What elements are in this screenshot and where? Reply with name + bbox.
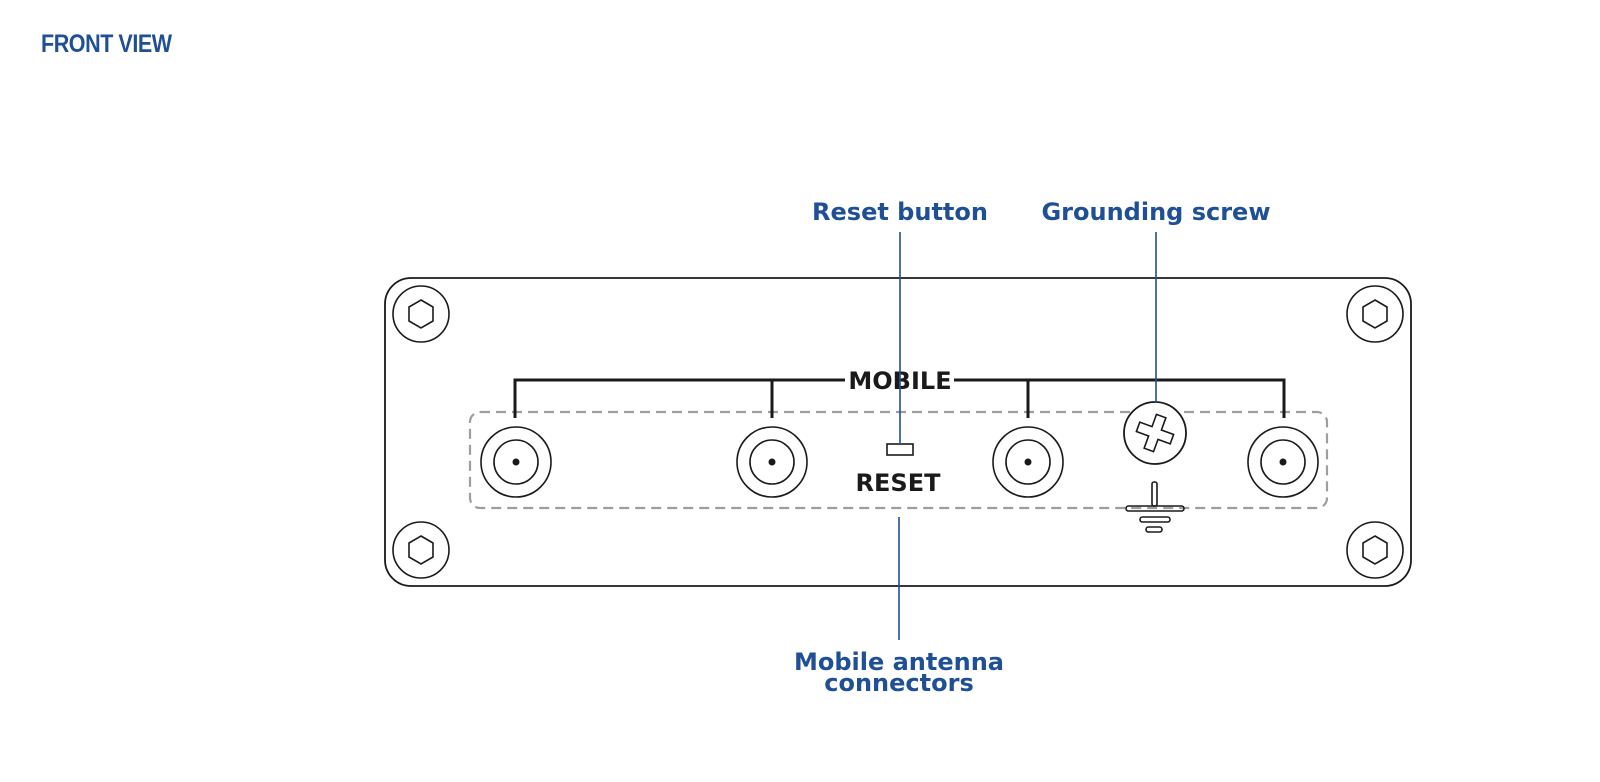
antenna-connectors-callout-line1: Mobile antenna bbox=[794, 648, 1004, 676]
hex-screw-icon bbox=[1362, 299, 1388, 329]
grounding-screw bbox=[1123, 401, 1187, 465]
connector-area-outline bbox=[468, 410, 1329, 510]
phillips-screw-icon bbox=[1135, 413, 1175, 453]
hex-screw-icon bbox=[408, 535, 434, 565]
mobile-bracket bbox=[513, 378, 1286, 418]
antenna-connector-4 bbox=[1247, 426, 1319, 498]
grounding-screw-callout: Grounding screw bbox=[1041, 198, 1270, 226]
page-title: FRONT VIEW bbox=[41, 30, 172, 58]
antenna-connector-icon bbox=[1279, 458, 1287, 466]
corner-screw-bottom-left bbox=[392, 521, 450, 579]
hex-screw-icon bbox=[1362, 535, 1388, 565]
antenna-connector-1 bbox=[480, 426, 552, 498]
corner-screw-top-left bbox=[392, 285, 450, 343]
ground-symbol-icon bbox=[1125, 481, 1185, 533]
antenna-connectors-callout-line2: connectors bbox=[824, 669, 973, 697]
reset-button[interactable] bbox=[886, 443, 914, 456]
hex-screw-icon bbox=[408, 299, 434, 329]
reset-button-callout: Reset button bbox=[812, 198, 988, 226]
antenna-connector-icon bbox=[1024, 458, 1032, 466]
antenna-connector-icon bbox=[768, 458, 776, 466]
corner-screw-top-right bbox=[1346, 285, 1404, 343]
corner-screw-bottom-right bbox=[1346, 521, 1404, 579]
antenna-connector-2 bbox=[736, 426, 808, 498]
device-front-panel bbox=[384, 277, 1412, 587]
reset-label: RESET bbox=[856, 469, 942, 497]
antenna-connector-3 bbox=[992, 426, 1064, 498]
antenna-connector-icon bbox=[512, 458, 520, 466]
